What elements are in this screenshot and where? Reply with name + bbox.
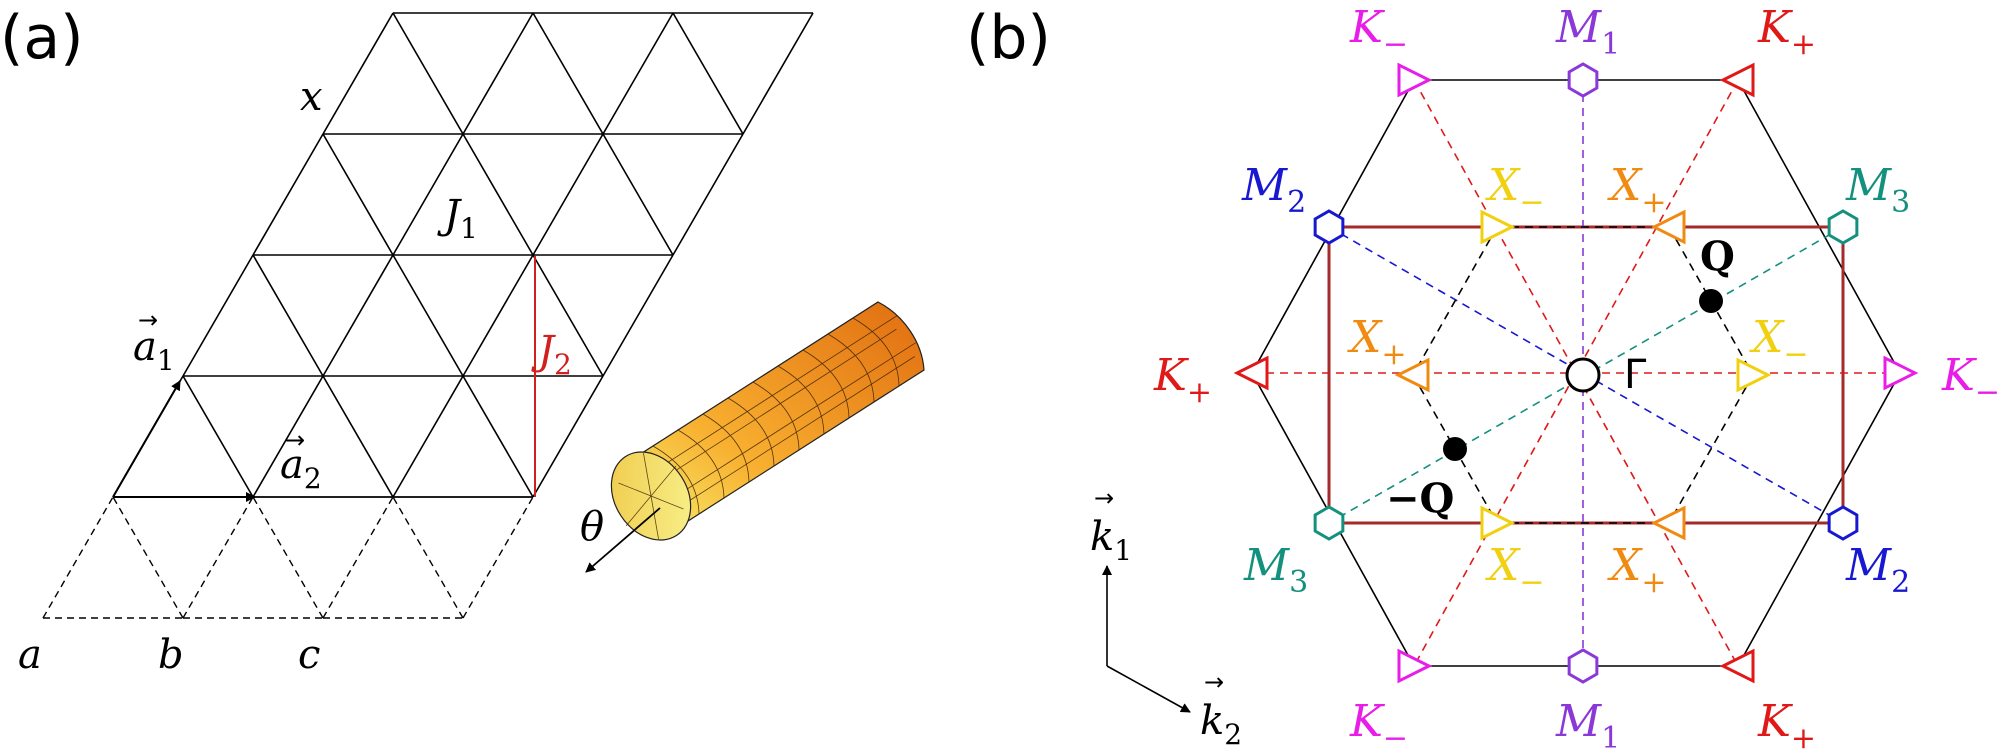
x-plus-marker <box>1650 209 1686 245</box>
x-minus-label: X− <box>1485 160 1544 220</box>
m3-marker <box>1827 209 1859 245</box>
k-minus-marker <box>1883 355 1919 391</box>
site-label-a: a <box>18 632 42 678</box>
x-minus-marker <box>1736 357 1772 393</box>
minus-q-point-marker <box>1443 437 1467 461</box>
k-plus-marker <box>1233 355 1269 391</box>
high-symmetry-markers <box>1233 62 1919 684</box>
m3-label: M3 <box>1243 540 1308 600</box>
x-plus-label: X+ <box>1347 312 1406 372</box>
m1-label: M1 <box>1555 696 1620 754</box>
theta-label: θ <box>580 504 604 550</box>
minus-q-label: −Q <box>1386 475 1454 522</box>
m2-marker <box>1313 209 1345 245</box>
panel-b-label: (b) <box>966 3 1051 73</box>
q-label: Q <box>1700 233 1735 280</box>
cylinder-spin-icon <box>585 301 925 573</box>
j1-label: J1 <box>437 192 478 245</box>
x-minus-label: X− <box>1485 540 1544 600</box>
k2-axis-arrow <box>1106 665 1191 713</box>
m2-marker <box>1827 505 1859 541</box>
x-minus-marker <box>1480 209 1516 245</box>
k-minus-marker <box>1397 648 1433 684</box>
site-label-b: b <box>158 632 184 678</box>
m2-label: M2 <box>1241 160 1306 220</box>
gamma-point-marker <box>1565 357 1601 393</box>
k-plus-marker <box>1719 648 1755 684</box>
k-plus-marker <box>1719 62 1755 98</box>
k-minus-marker <box>1397 62 1433 98</box>
k-plus-label: K+ <box>1153 350 1212 410</box>
triangular-lattice <box>112 12 814 498</box>
m2-label: M2 <box>1845 540 1910 600</box>
x-plus-label: X+ <box>1607 540 1666 600</box>
a1-label: a1 <box>133 324 175 377</box>
panel-a-label: (a) <box>0 3 84 73</box>
k2-label: k2 <box>1200 698 1242 751</box>
m1-marker <box>1567 648 1599 684</box>
k-plus-label: K+ <box>1757 696 1816 754</box>
j2-label: J2 <box>531 328 572 381</box>
theta-arrow <box>585 507 661 573</box>
x-plus-label: X+ <box>1607 160 1666 220</box>
k2-vector-mark: → <box>1204 668 1224 696</box>
a2-vector-mark: → <box>285 426 305 454</box>
x-plus-marker <box>1394 357 1430 393</box>
m3-label: M3 <box>1845 160 1910 220</box>
m1-label: M1 <box>1555 2 1620 62</box>
k1-vector-mark: → <box>1094 484 1114 512</box>
m1-marker <box>1567 62 1599 98</box>
k-minus-label: K− <box>1941 350 2000 410</box>
q-point-marker <box>1699 289 1723 313</box>
x-minus-marker <box>1480 505 1516 541</box>
k1-label: k1 <box>1090 514 1132 567</box>
k-minus-label: K− <box>1349 696 1408 754</box>
gamma-label: Γ <box>1624 352 1647 398</box>
site-label-c: c <box>298 632 320 678</box>
x-plus-marker <box>1650 505 1686 541</box>
x-label: x <box>300 74 323 120</box>
k-minus-label: K− <box>1349 2 1408 62</box>
m3-marker <box>1313 505 1345 541</box>
a2-label: a2 <box>280 442 322 495</box>
panel-a: (a) x J1 J2 a1 → a2 → a b c θ <box>0 3 925 678</box>
dashed-lattice-row <box>42 496 534 619</box>
a1-vector-mark: → <box>138 306 158 334</box>
x-minus-label: X− <box>1749 312 1808 372</box>
k-plus-label: K+ <box>1757 2 1816 62</box>
a1-vector-arrow <box>112 380 181 498</box>
